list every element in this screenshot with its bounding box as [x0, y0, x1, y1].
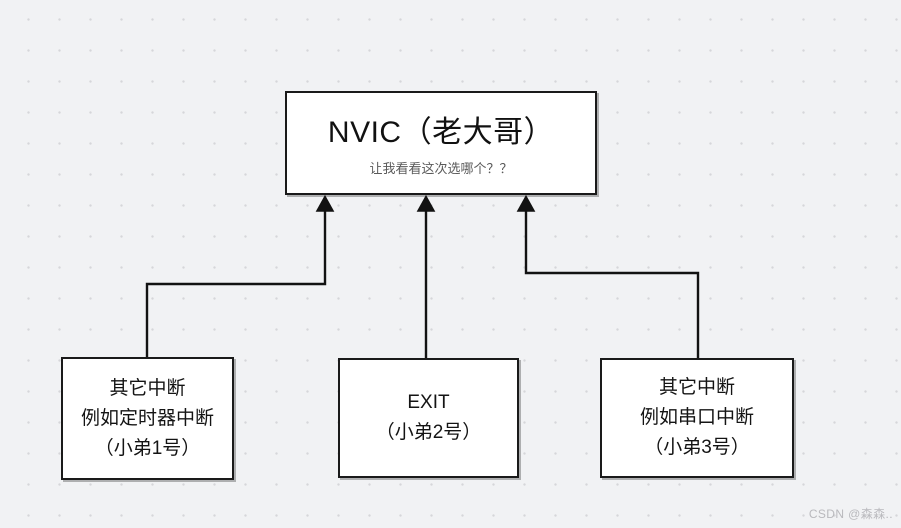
node-exit-line-2: （小弟2号） — [375, 422, 482, 443]
node-exit-line-1: EXIT — [407, 392, 450, 413]
node-nvic-subtitle: 让我看看这次选哪个？？ — [369, 160, 513, 176]
node-nvic-title: NVIC（老大哥） — [327, 115, 555, 149]
node-other-timer-line-3: （小弟1号） — [94, 437, 201, 459]
node-other-timer-line-2: 例如定时器中断 — [80, 407, 214, 429]
node-other-uart-line-1: 其它中断 — [658, 377, 735, 398]
node-other-uart-line-2: 例如串口中断 — [639, 407, 754, 428]
node-other-timer-line-1: 其它中断 — [109, 377, 186, 399]
node-other-uart[interactable]: 其它中断 例如串口中断 （小弟3号） — [600, 358, 794, 478]
node-nvic[interactable]: NVIC（老大哥） 让我看看这次选哪个？？ — [285, 91, 597, 195]
edge-other-uart-to-nvic — [516, 194, 700, 358]
edge-other-timer-to-nvic — [145, 194, 335, 357]
node-other-timer[interactable]: 其它中断 例如定时器中断 （小弟1号） — [61, 357, 234, 480]
csdn-watermark: CSDN @森森.. — [808, 507, 893, 521]
node-other-uart-line-3: （小弟3号） — [644, 437, 750, 458]
node-exit[interactable]: EXIT （小弟2号） — [338, 358, 519, 478]
